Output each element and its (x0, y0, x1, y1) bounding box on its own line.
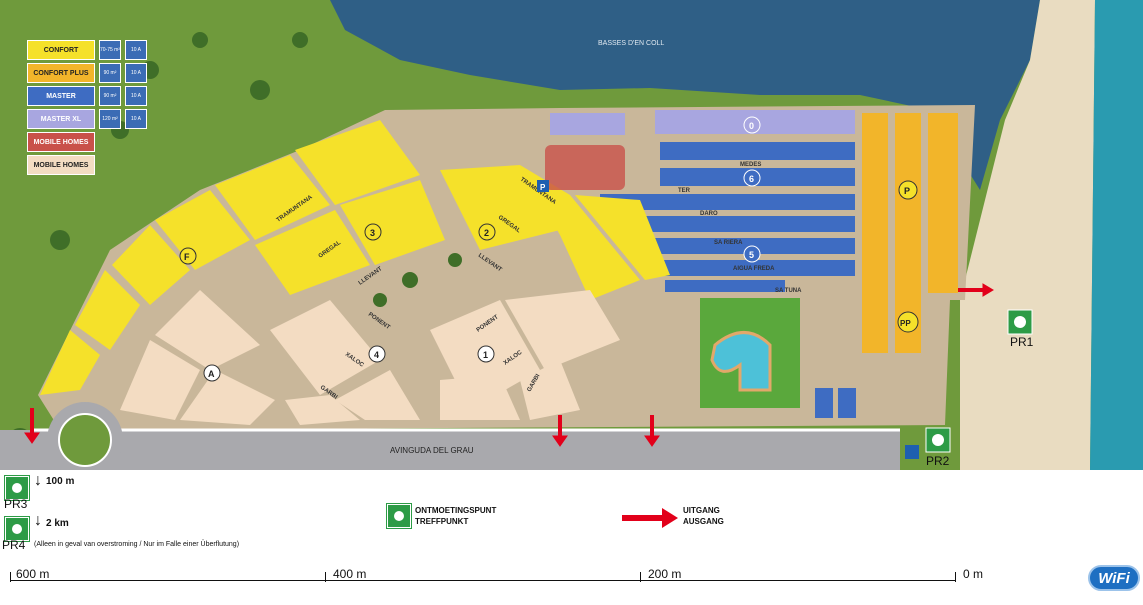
zone-marker: 4 (374, 350, 379, 360)
meeting-point-icon (4, 475, 30, 501)
legend-spec: 10 A (125, 63, 147, 83)
scale-tick (325, 572, 326, 582)
legend-swatch: MOBILE HOMES (27, 132, 95, 152)
meeting-point-icon-glyph (1014, 316, 1026, 328)
zone-marker: 6 (749, 174, 754, 184)
wifi-badge: WiFi (1088, 565, 1140, 591)
legend-row: MOBILE HOMES (27, 155, 177, 177)
meeting-point-label-de: TREFFPUNKT (415, 517, 469, 526)
pr3-distance: 100 m (46, 476, 75, 487)
street-label: MEDES (740, 162, 761, 168)
scale-label: 200 m (648, 567, 682, 581)
roundabout-center (58, 413, 112, 467)
street-label: SA RIERA (714, 240, 743, 246)
legend-spec: 10 A (125, 86, 147, 106)
road (0, 430, 900, 470)
exit-label-nl: UITGANG (683, 506, 720, 515)
legend-swatch: MASTER (27, 86, 95, 106)
zone-marker: 3 (370, 228, 375, 238)
legend-spec: 10 A (125, 109, 147, 129)
zone-marker: P (904, 186, 910, 196)
pr4-note: (Alleen in geval van overstroming / Nur … (34, 541, 240, 548)
zone-marker: 2 (484, 228, 489, 238)
scale-tick (10, 572, 11, 582)
scale-label: 600 m (16, 567, 50, 581)
street-label: DARO (700, 211, 718, 217)
meeting-point-icon (386, 503, 412, 529)
meeting-point-icon (4, 516, 30, 542)
scale-label: 400 m (333, 567, 367, 581)
exit-point-label: PR2 (926, 454, 950, 468)
down-arrow-icon: ↓ (34, 512, 42, 529)
pr4-distance: 2 km (46, 518, 69, 529)
scale-bar (10, 580, 955, 581)
lagoon-label: BASSES D'EN COLL (598, 40, 664, 47)
legend-spec: 90 m² (99, 63, 121, 83)
legend-spec: 90 m² (99, 86, 121, 106)
scale-label: 0 m (963, 567, 984, 581)
parking-marker: P (540, 183, 546, 192)
street-label: TER (678, 188, 691, 194)
legend-swatch: CONFORT (27, 40, 95, 60)
zone-marker: F (184, 252, 190, 262)
street-label: AIGUA FREDA (733, 266, 775, 272)
legend-spec: 120 m² (99, 109, 121, 129)
zone-marker: 5 (749, 250, 754, 260)
zone-marker: A (208, 369, 215, 379)
mobile-homes-red (545, 145, 625, 190)
pr3-label: PR3 (4, 497, 28, 511)
lagoon (330, 0, 1040, 190)
exit-point-label: PR1 (1010, 335, 1034, 349)
street-label: SA TUNA (775, 288, 802, 294)
pr4-label: PR4 (2, 538, 26, 552)
tennis-court-1 (815, 388, 833, 418)
road-label: AVINGUDA DEL GRAU (390, 446, 474, 455)
parking-icon (905, 445, 919, 459)
legend-row: MOBILE HOMES (27, 132, 177, 154)
meeting-point-label-nl: ONTMOETINGSPUNT (415, 506, 497, 515)
swimming-pool (710, 331, 772, 392)
down-arrow-icon: ↓ (34, 472, 42, 489)
master-xl-plots (550, 110, 855, 135)
legend-spec: 10 A (125, 40, 147, 60)
master-plots (600, 142, 855, 292)
tennis-court-2 (838, 388, 856, 418)
zone-marker: 1 (483, 350, 488, 360)
campsite-map: AVINGUDA DEL GRAU BASSES D'EN COLL TRAMU… (0, 0, 1143, 470)
legend-spec: 70-75 m² (99, 40, 121, 60)
confort-plots (40, 120, 670, 395)
exit-arrows (24, 283, 994, 447)
scale-tick (955, 572, 956, 582)
exit-label-de: AUSGANG (683, 517, 724, 526)
meeting-point-icon-glyph (932, 434, 944, 446)
sea (1090, 0, 1143, 470)
legend-swatch: MASTER XL (27, 109, 95, 129)
exit-arrow-icon (622, 508, 678, 528)
beach (960, 0, 1095, 470)
legend-swatch: CONFORT PLUS (27, 63, 95, 83)
legend-swatch: MOBILE HOMES (27, 155, 95, 175)
zone-marker: 0 (749, 121, 754, 131)
scale-tick (640, 572, 641, 582)
zone-marker: PP (900, 319, 911, 328)
